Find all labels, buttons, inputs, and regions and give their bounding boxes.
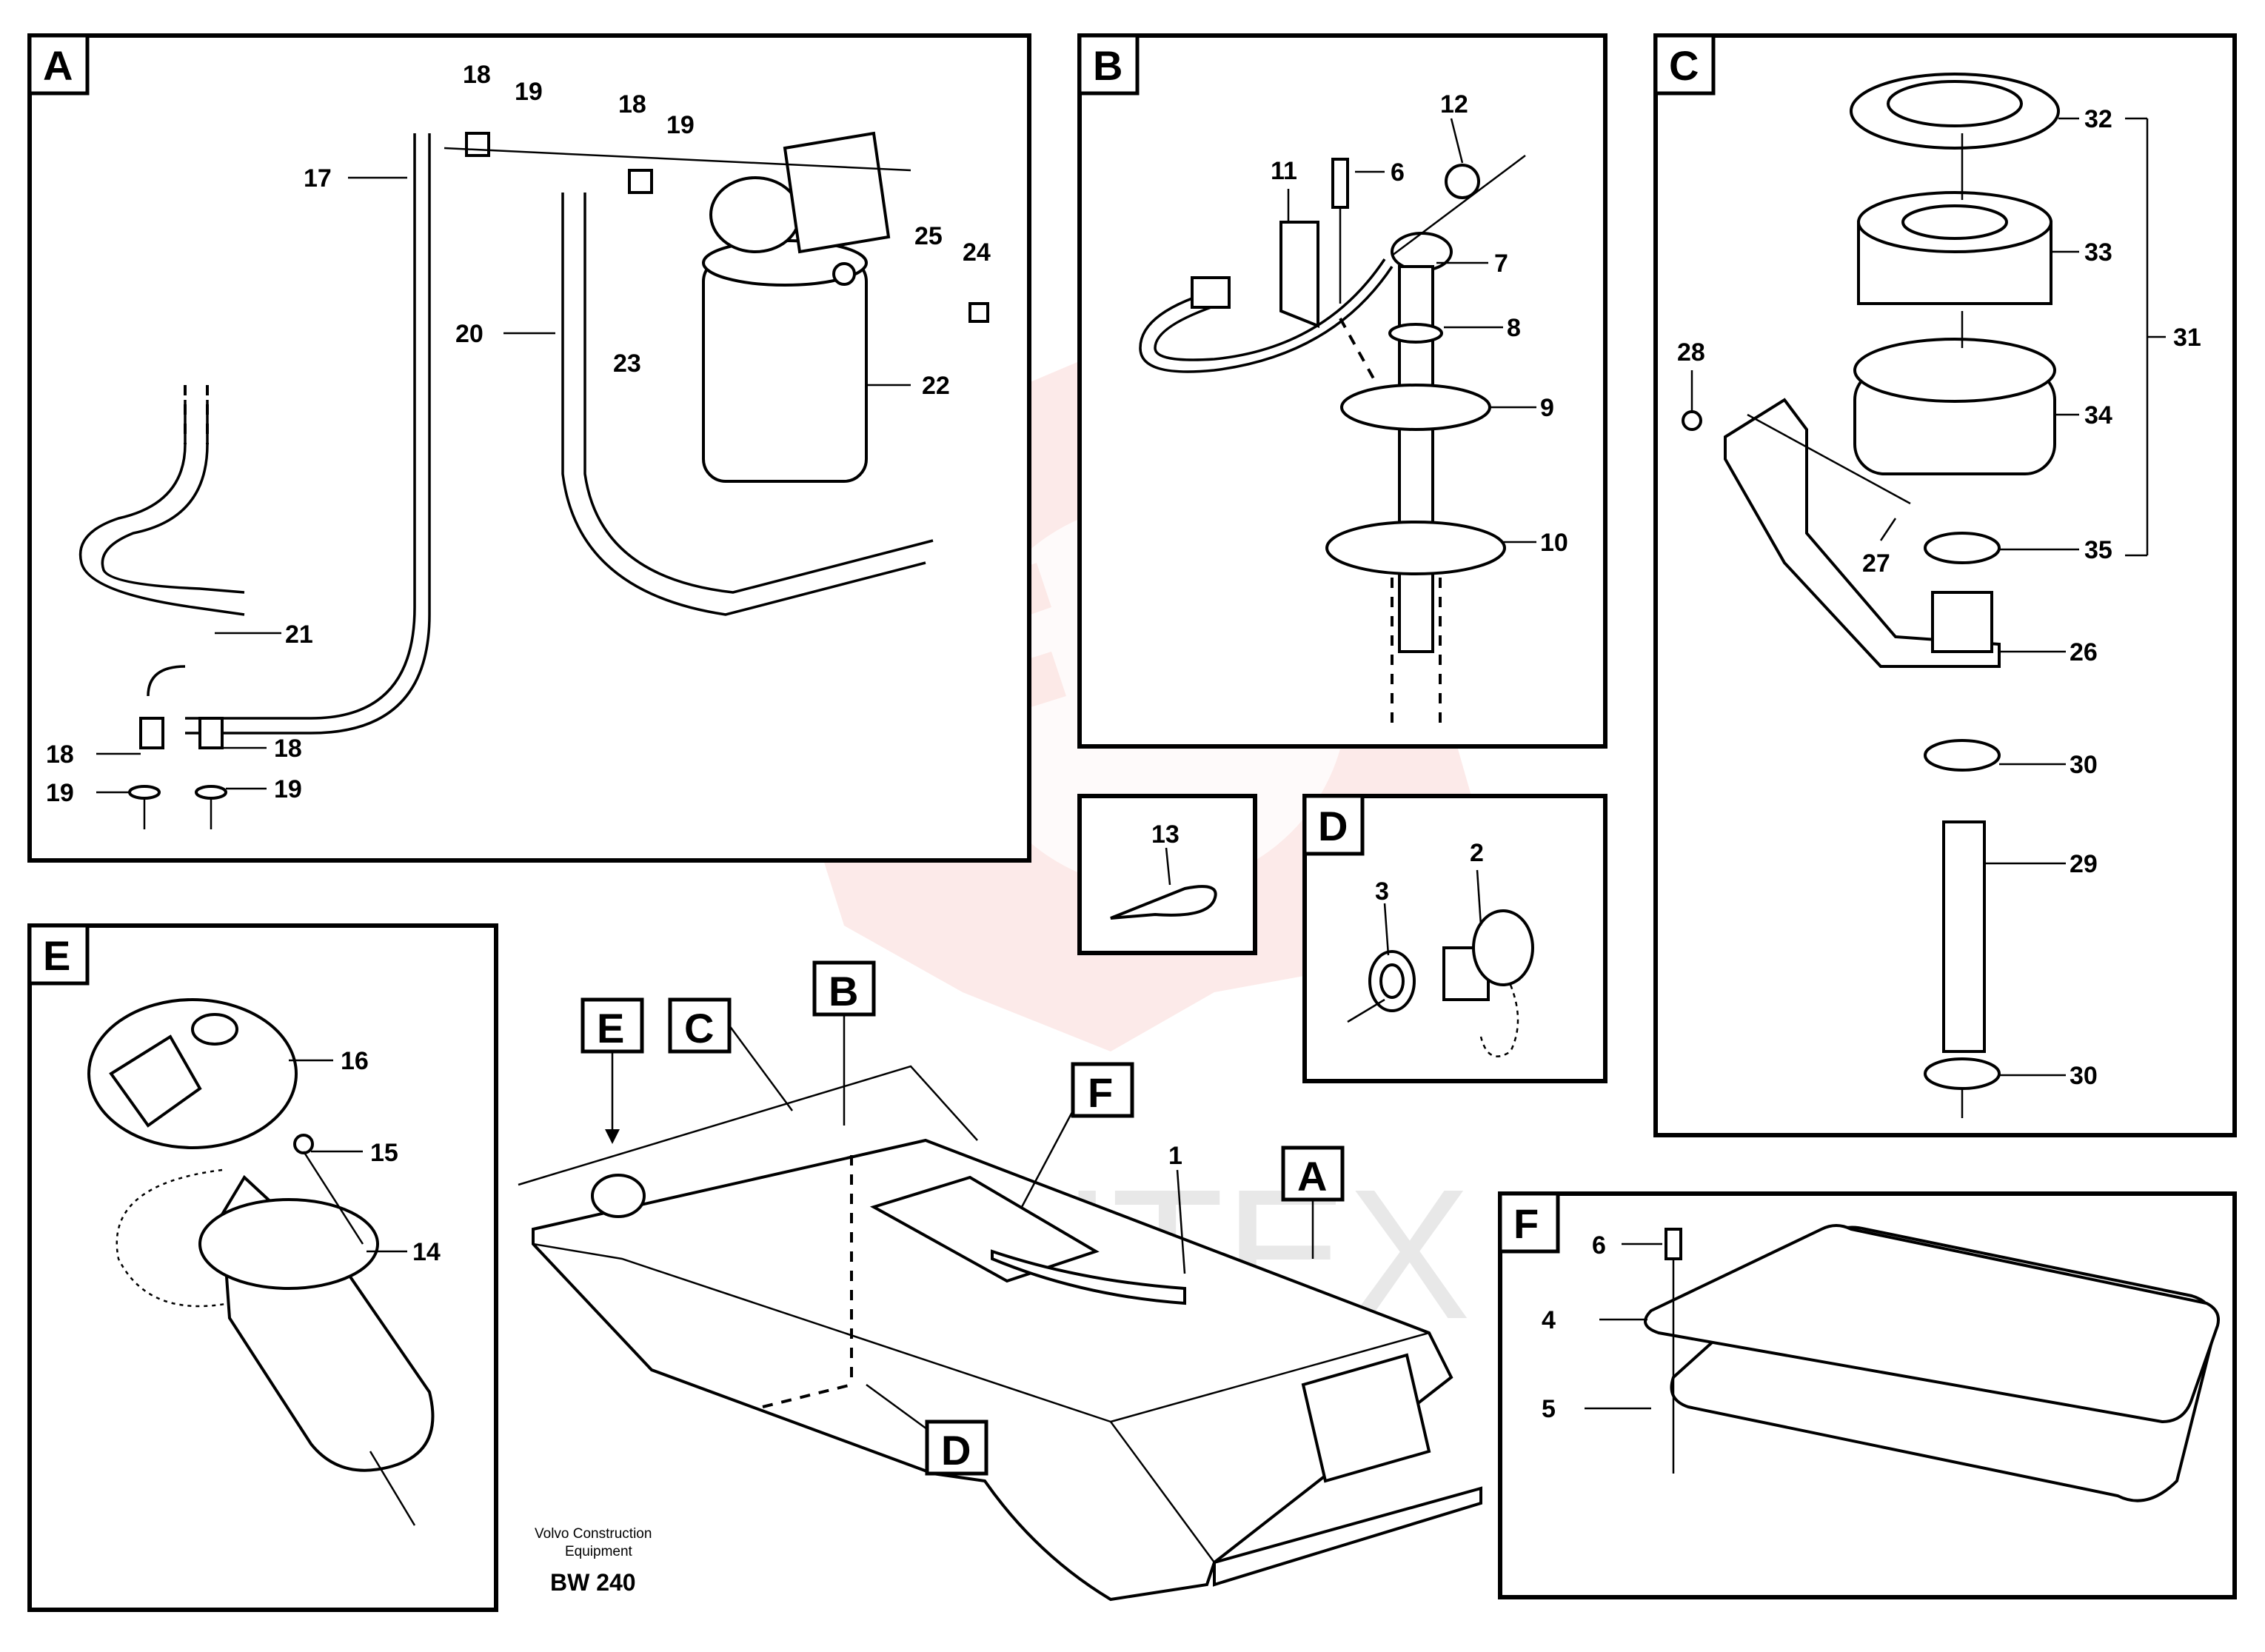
panel-e-tag-box: [27, 923, 90, 986]
overview-tag-c: C: [684, 1005, 714, 1051]
callout-e-16: 16: [341, 1047, 369, 1075]
panel-f-tag-box: [1498, 1191, 1560, 1254]
panel-small: 13: [1077, 794, 1257, 955]
footer-line2: Equipment: [565, 1544, 633, 1559]
panel-a: A 18 19: [27, 33, 1031, 863]
callout-b-9: 9: [1540, 394, 1554, 422]
callout-a-18a: 18: [463, 61, 491, 89]
overview-tag-e: E: [597, 1005, 624, 1051]
callout-a-18c: 18: [46, 740, 74, 769]
callout-a-21: 21: [285, 621, 313, 649]
overview-tag-b: B: [829, 968, 858, 1014]
callout-c-35: 35: [2084, 536, 2112, 564]
callout-c-30b: 30: [2070, 1062, 2098, 1090]
panel-d: D 2 3: [1302, 794, 1607, 1083]
callout-b-7: 7: [1494, 250, 1508, 278]
footer-line1: Volvo Construction: [535, 1526, 652, 1542]
callout-e-15: 15: [370, 1139, 398, 1167]
callout-a-23: 23: [613, 350, 641, 378]
callout-b-8: 8: [1507, 314, 1521, 342]
callout-a-19b: 19: [666, 111, 695, 139]
callout-d-3: 3: [1375, 877, 1389, 906]
callout-a-24: 24: [963, 238, 991, 267]
callout-e-14: 14: [412, 1238, 441, 1266]
callout-c-33: 33: [2084, 238, 2112, 267]
panel-d-tag-box: [1302, 794, 1365, 856]
panel-c: C 32 33 31 28 34: [1653, 33, 2237, 1137]
callout-c-32: 32: [2084, 105, 2112, 133]
overview-callout-1: 1: [1168, 1142, 1182, 1170]
callout-a-20: 20: [455, 320, 484, 348]
panel-c-tag-box: [1653, 33, 1716, 96]
callout-c-27: 27: [1862, 549, 1890, 578]
panel-b-tag-box: [1077, 33, 1140, 96]
overview-tank: E C B F A D 1: [518, 960, 1482, 1602]
callout-a-22: 22: [922, 372, 950, 400]
overview-tag-a: A: [1297, 1153, 1327, 1200]
callout-f-5: 5: [1542, 1395, 1556, 1423]
callout-b-6: 6: [1391, 158, 1405, 187]
panel-b: B 12 11 6 7 8 9 10: [1077, 33, 1607, 749]
panel-e: E 16 15 14: [27, 923, 498, 1612]
callout-a-18b: 18: [618, 90, 646, 118]
callout-a-19d: 19: [274, 775, 302, 803]
panel-e-tag: E: [43, 932, 70, 979]
callout-f-6: 6: [1592, 1231, 1606, 1260]
panel-f: F 6 4 5: [1498, 1191, 2237, 1599]
callout-f-4: 4: [1542, 1306, 1556, 1334]
overview-tag-f-box: [1071, 1062, 1134, 1118]
callout-a-17: 17: [304, 164, 332, 193]
callout-c-34: 34: [2084, 401, 2112, 429]
callout-c-30a: 30: [2070, 751, 2098, 779]
overview-tag-f: F: [1088, 1069, 1113, 1116]
panel-c-tag: C: [1669, 42, 1699, 89]
callout-d-2: 2: [1470, 839, 1484, 867]
panel-f-tag: F: [1513, 1200, 1539, 1247]
panel-b-tag: B: [1093, 42, 1123, 89]
overview-tag-d: D: [941, 1427, 971, 1474]
callout-c-31: 31: [2173, 324, 2201, 352]
callout-b-12: 12: [1440, 90, 1468, 118]
callout-c-29: 29: [2070, 850, 2098, 878]
callout-b-11: 11: [1271, 157, 1297, 185]
callout-a-25: 25: [914, 222, 943, 250]
overview-tag-d-box: [925, 1419, 988, 1476]
panel-d-tag: D: [1318, 803, 1348, 849]
footer-code: BW 240: [550, 1569, 636, 1596]
callout-a-19a: 19: [515, 78, 543, 106]
callout-a-19c: 19: [46, 779, 74, 807]
callout-c-26: 26: [2070, 638, 2098, 666]
callout-c-28: 28: [1677, 338, 1705, 367]
callout-b-10: 10: [1540, 529, 1568, 557]
panel-a-tag: A: [43, 42, 73, 89]
callout-13: 13: [1151, 820, 1180, 849]
panel-a-tag-box: [27, 33, 90, 96]
callout-a-18d: 18: [274, 735, 302, 763]
